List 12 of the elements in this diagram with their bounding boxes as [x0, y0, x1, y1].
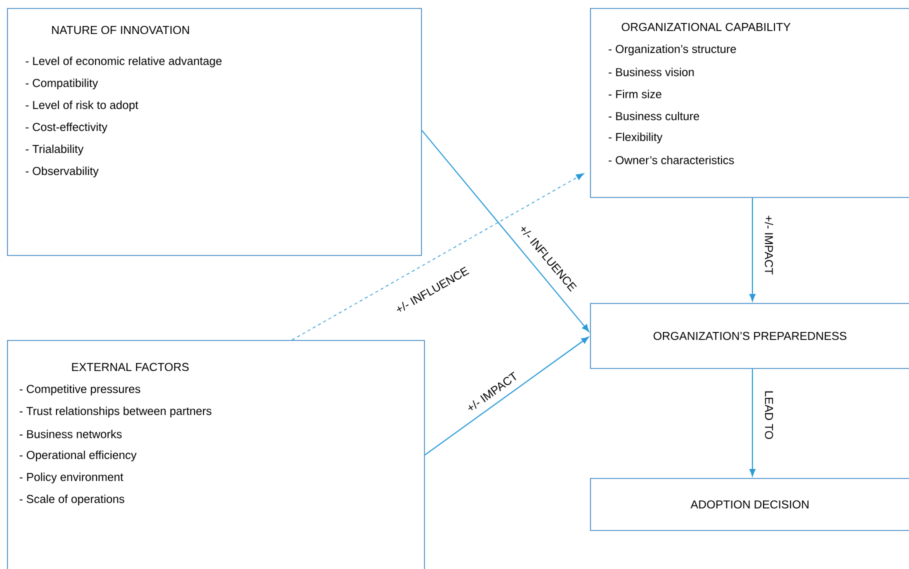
concept-box: ADOPTION DECISION — [590, 478, 909, 531]
edge-label: +/- IMPACT — [764, 214, 774, 276]
arrow — [749, 368, 756, 476]
concept-box: ORGANIZATION’S PREPAREDNESS — [590, 302, 909, 369]
arrow — [749, 198, 756, 302]
arrow — [292, 173, 584, 340]
concept-box: EXTERNAL FACTORS - Competitive pressures - Trust relationships between partners - Business networks - Operational efficiency - Policy environment - Scale of operations — [7, 340, 425, 569]
concept-box: ORGANIZATIONAL CAPABILITY - Organization’s structure - Business vision - Firm size - Business culture - Flexibility - Owner’s characteristics — [590, 8, 909, 198]
arrow — [421, 130, 590, 332]
arrow — [424, 336, 589, 456]
concept-box: NATURE OF INNOVATION - Level of economic relative advantage - Compatibility - Level of risk to adopt - Cost-effectivity - Trialability - Observability — [7, 8, 422, 256]
edge-label: LEAD TO — [764, 389, 774, 440]
